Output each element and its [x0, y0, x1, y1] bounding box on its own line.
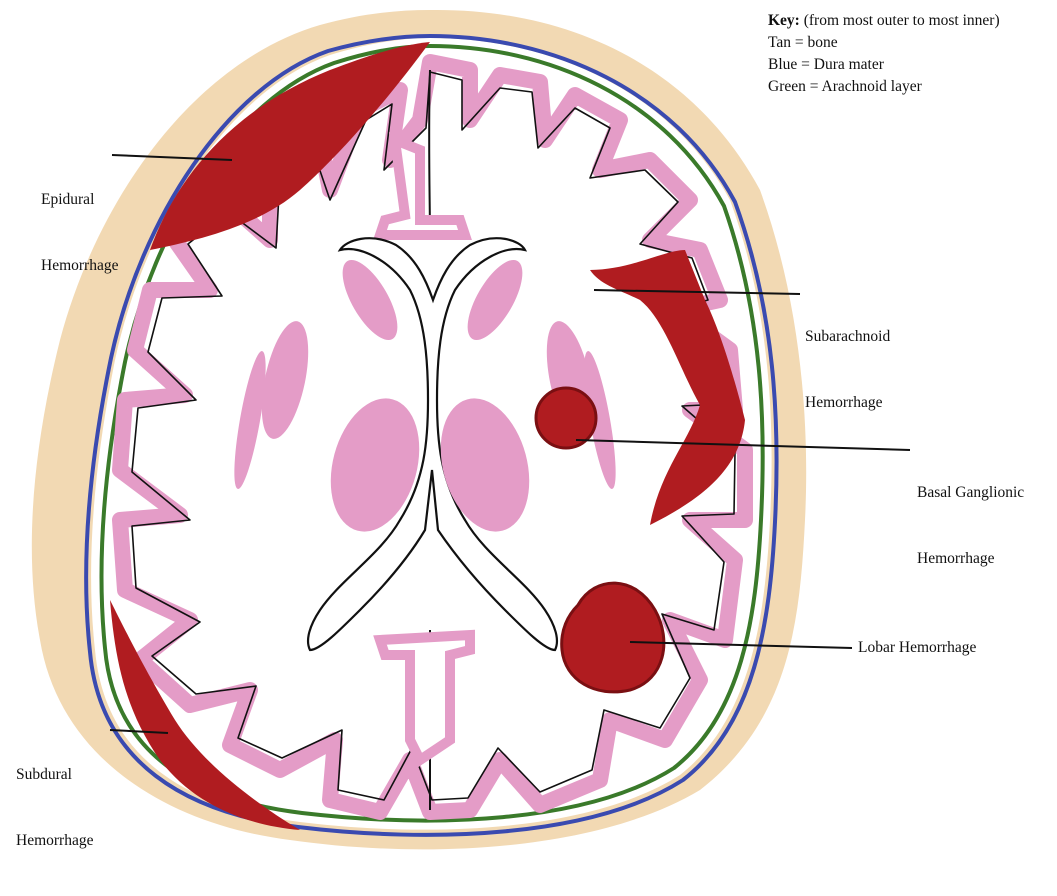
- brain-cross-section: [0, 0, 1057, 859]
- key-heading: Key:: [768, 12, 800, 29]
- lobar-label: Lobar Hemorrhage: [858, 637, 976, 659]
- brain-diagram: Key: (from most outer to most inner) Tan…: [0, 0, 1057, 859]
- epidural-label: Epidural Hemorrhage: [41, 145, 118, 321]
- subdural-label: Subdural Hemorrhage: [16, 720, 93, 896]
- epidural-label-line2: Hemorrhage: [41, 255, 118, 277]
- subarachnoid-label-line1: Subarachnoid: [805, 326, 890, 348]
- key-item-arachnoid: Green = Arachnoid layer: [768, 76, 1000, 98]
- basal-ganglionic-label: Basal Ganglionic Hemorrhage: [917, 438, 1024, 614]
- subarachnoid-label-line2: Hemorrhage: [805, 392, 890, 414]
- key-legend: Key: (from most outer to most inner) Tan…: [768, 10, 1000, 98]
- basal-ganglionic-label-line1: Basal Ganglionic: [917, 482, 1024, 504]
- epidural-label-line1: Epidural: [41, 189, 118, 211]
- subarachnoid-label: Subarachnoid Hemorrhage: [805, 282, 890, 458]
- key-item-dura: Blue = Dura mater: [768, 54, 1000, 76]
- subdural-label-line2: Hemorrhage: [16, 830, 93, 852]
- key-heading-note: (from most outer to most inner): [804, 12, 1000, 29]
- falx-front: [429, 70, 430, 240]
- subdural-label-line1: Subdural: [16, 764, 93, 786]
- basal-ganglionic-label-line2: Hemorrhage: [917, 548, 1024, 570]
- basal-ganglionic-hemorrhage: [536, 388, 596, 448]
- key-item-bone: Tan = bone: [768, 32, 1000, 54]
